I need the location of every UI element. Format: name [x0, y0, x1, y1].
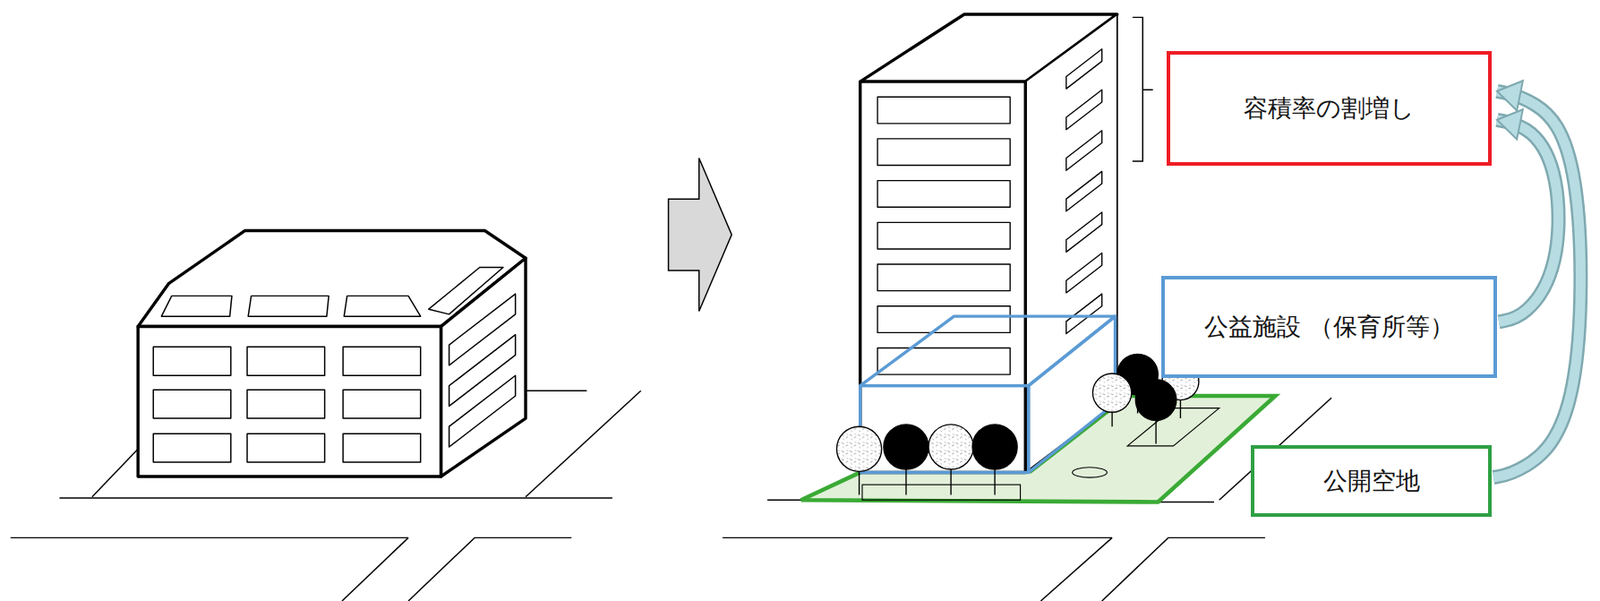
arrow-head: [1497, 80, 1523, 111]
arrow-body: [1493, 91, 1581, 478]
curved-arrow: [1493, 80, 1581, 478]
box-label: 公開空地: [1323, 464, 1421, 497]
arrow-body: [1497, 119, 1559, 322]
arrow-outline: [1493, 91, 1581, 478]
transition-arrow: [668, 158, 733, 312]
open-space-box: 公開空地: [1250, 444, 1492, 517]
trees: [837, 353, 1199, 495]
bracket: [1132, 17, 1154, 162]
box-label: 容積率の割増し: [1243, 92, 1415, 124]
high-rise-building: [860, 14, 1118, 473]
curved-arrow: [1497, 109, 1559, 322]
low-rise-building: [137, 230, 526, 477]
bonus-box: 容積率の割増し: [1166, 51, 1492, 166]
box-label: 公益施設 （保育所等）: [1204, 310, 1455, 343]
facility-box: 公益施設 （保育所等）: [1161, 275, 1498, 378]
arrow-outline: [1497, 119, 1559, 322]
facility-volume: [860, 316, 1116, 472]
arrow-head: [1497, 109, 1523, 139]
